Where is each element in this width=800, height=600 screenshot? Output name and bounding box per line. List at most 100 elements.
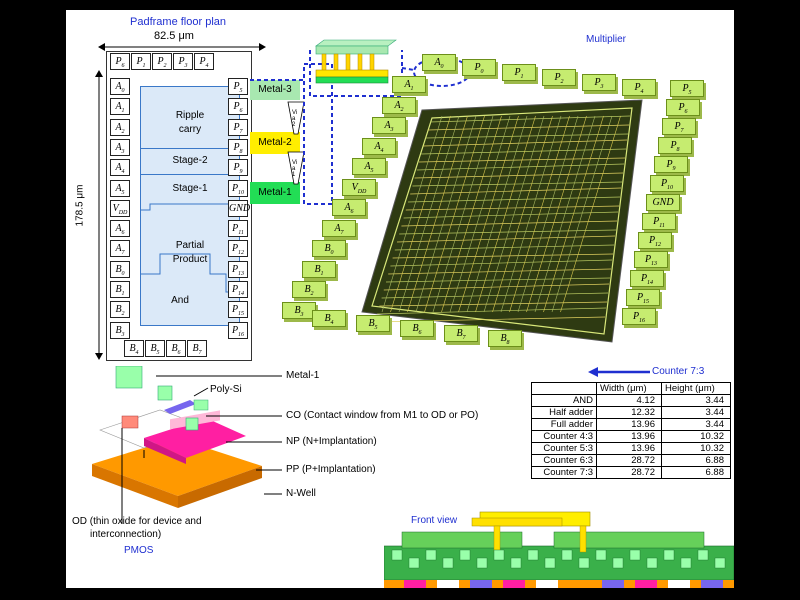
table-cell: Full adder [531,418,597,431]
multiplier-pad: A2 [382,96,416,114]
front-view-cell [493,549,505,561]
front-view-cell [646,557,658,569]
routing-line [483,115,545,313]
pmos-3d-structure [92,366,282,524]
routing-line [407,196,621,203]
multiplier-pad: VDD [342,178,376,196]
table-cell: 6.88 [661,454,731,467]
front-view-cell [408,557,420,569]
multiplier-pad: P1 [502,64,536,81]
floorplan-pad: B2 [110,301,130,319]
multiplier-pad: A3 [372,117,406,134]
multiplier-pad: P8 [658,137,692,154]
routing-line [427,124,630,131]
metal1-layer: Metal-1 [250,182,300,204]
multiplier-core-layout [361,99,643,343]
multiplier-pad: P7 [662,118,696,135]
front-view-implant [635,580,657,588]
routing-line [500,115,562,313]
front-view-cell [544,557,556,569]
floorplan-pad: P13 [228,260,248,278]
floorplan-pad: A7 [110,240,130,258]
floorplan-title: Padframe floor plan [130,16,226,28]
table-cell: Counter 7:3 [531,466,597,479]
routing-line [394,244,615,251]
routing-line [517,115,579,313]
routing-line [385,277,611,283]
stage2-label: Stage-2 [172,155,208,166]
front-view-cell [425,549,437,561]
metal-stack-3d-inset [315,39,397,84]
front-view-implant [602,580,624,588]
multiplier-pad: P3 [582,74,616,91]
routing-line [399,229,617,235]
front-view-cell [595,549,607,561]
floorplan-pad: A3 [110,138,130,156]
table-cell: 3.44 [661,394,731,407]
multiplier-pad: B7 [444,325,478,342]
front-view-implant [536,580,558,588]
front-view-cell [612,557,624,569]
routing-line [390,259,613,267]
routing-line [526,115,587,313]
multiplier-pad: P12 [638,232,672,249]
multiplier-pad: P2 [542,69,576,86]
floorplan-pad: A5 [110,179,130,197]
floorplan-pad: P10 [228,179,248,197]
routing-line [425,133,629,139]
multiplier-pad: B4 [312,310,346,327]
and-block-label: And [171,295,189,306]
routing-line [421,148,627,155]
floorplan-pad: A0 [110,78,130,95]
multiplier-pad: B5 [356,315,390,332]
table-cell: 4.12 [596,394,662,407]
padframe-outline [106,51,252,361]
table-cell: 13.96 [596,430,662,443]
multiplier-pad: P11 [642,213,676,230]
multiplier-pad: A1 [392,76,426,93]
floorplan-width-dim: 82.5 μm [154,30,194,42]
routing-line [415,115,477,313]
via-connectors [287,101,305,185]
routing-line [390,115,451,313]
floorplan-pad: P14 [228,281,248,298]
stage2-divider [140,148,240,149]
front-view-implant [569,580,591,588]
routing-line [458,115,519,313]
front-view-cell [680,557,692,569]
routing-line [543,115,604,313]
floorplan-pad: P6 [110,53,130,70]
routing-line [398,115,460,313]
floorplan-pad: B5 [145,340,165,357]
routing-line [381,115,443,313]
routing-line [432,115,494,313]
pmos-caption: PMOS [124,545,154,556]
front-view-cell [663,549,675,561]
floorplan-pad: P15 [228,301,248,319]
routing-line [423,139,628,147]
multiplier-pad: P0 [462,59,496,76]
front-view-cell [578,557,590,569]
floorplan-pad: B7 [187,340,207,357]
front-view-cell [527,549,539,561]
routing-line [475,115,536,313]
floorplan-pad: A6 [110,220,130,238]
table-cell: 3.44 [661,418,731,431]
routing-line [414,172,624,179]
floorplan-pad: P11 [228,220,248,238]
multiplier-pad: P15 [626,289,660,306]
floorplan-pad: P5 [228,78,248,95]
table-cell: 28.72 [596,466,662,479]
routing-line [509,115,570,313]
floorplan-pad: B3 [110,321,130,339]
table-header [531,382,597,395]
table-cell: Half adder [531,406,597,419]
front-view-layout [384,511,734,588]
floorplan-pad: P9 [228,159,248,177]
counter-title: Counter 7:3 [652,366,705,377]
